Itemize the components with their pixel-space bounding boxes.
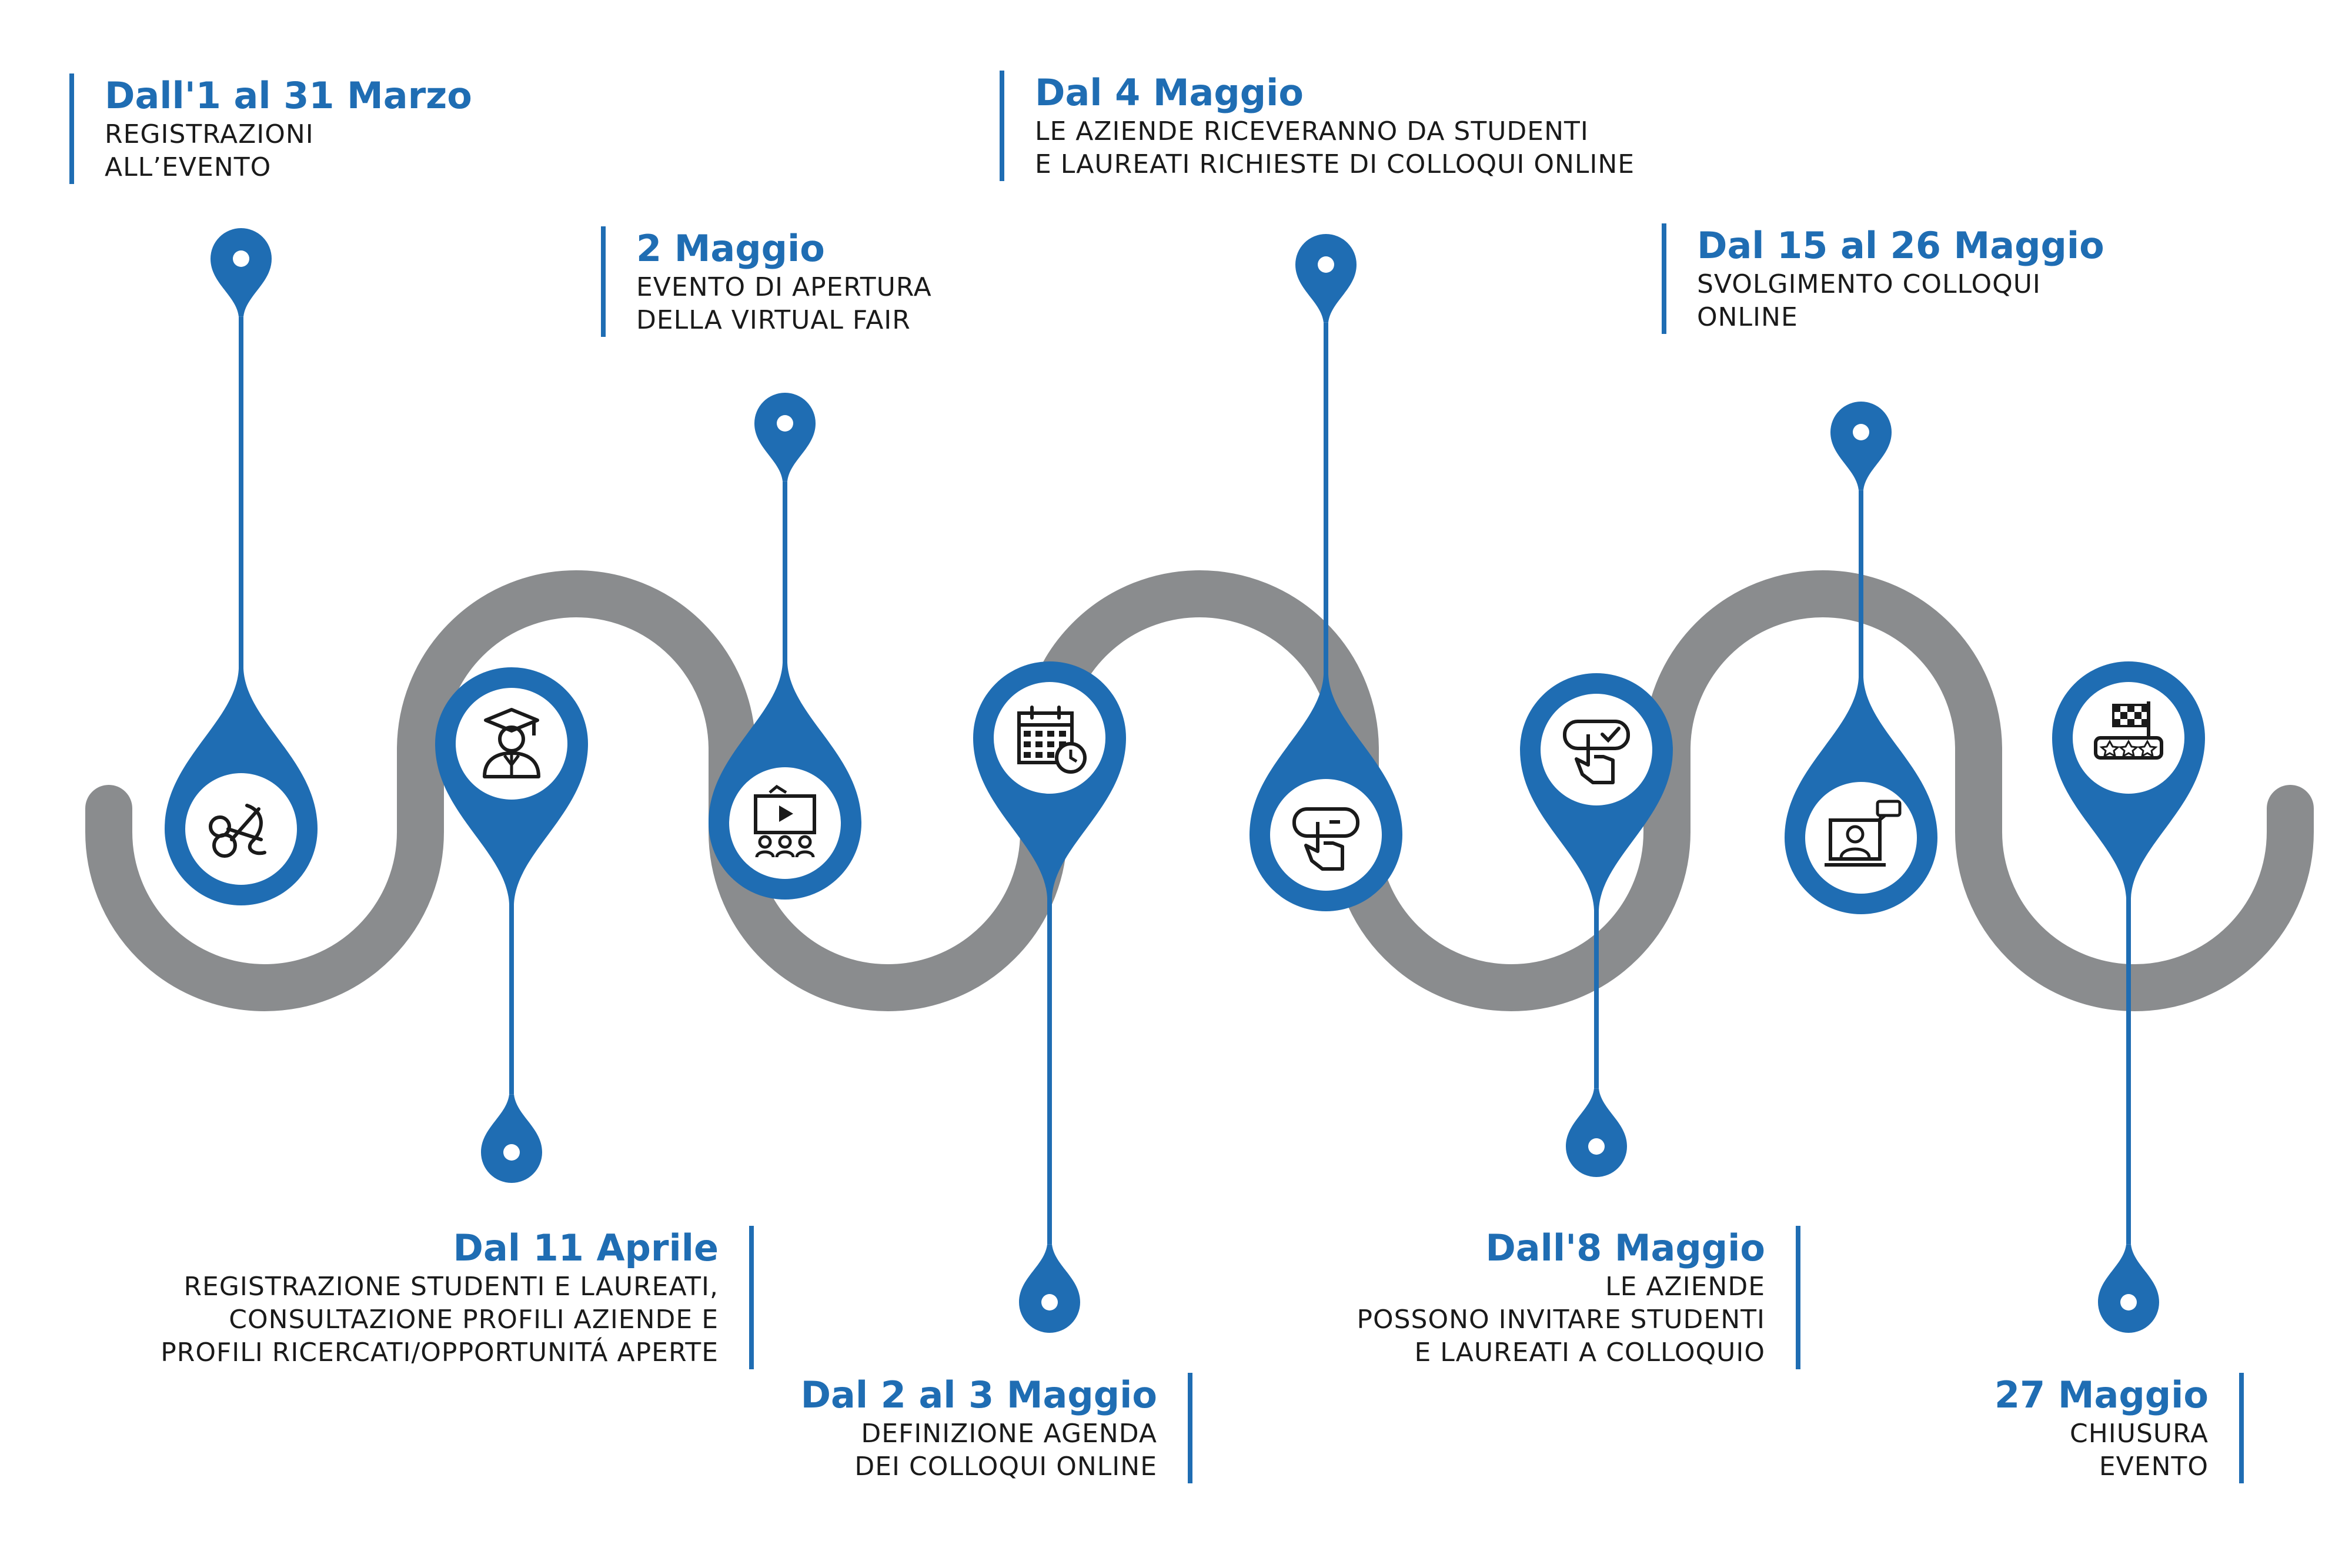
- small-pin: [1830, 402, 1892, 490]
- timeline-track: [85, 570, 2314, 1011]
- step-description-line: PROFILI RICERCATI/OPPORTUNITÁ APERTE: [161, 1338, 719, 1368]
- step-description-line: ALL’EVENTO: [105, 152, 272, 182]
- calendar-clock-icon: [1017, 706, 1087, 774]
- timeline-marker-4: [973, 661, 1126, 1333]
- step-title: Dal 11 Aprile: [453, 1226, 719, 1269]
- step-title: Dall'1 al 31 Marzo: [105, 74, 472, 117]
- step-title: 27 Maggio: [1994, 1373, 2209, 1416]
- small-pin: [1566, 1088, 1627, 1177]
- video-interview-icon: [1825, 800, 1902, 867]
- touch-request-icon: [1292, 807, 1359, 871]
- step-description-line: ONLINE: [1697, 302, 1798, 332]
- presentation-icon: [754, 784, 816, 858]
- timeline-marker-7: [1785, 402, 1937, 914]
- step-description-line: EVENTO DI APERTURA: [636, 272, 932, 302]
- touch-check-icon: [1563, 720, 1630, 784]
- step-title: Dal 15 al 26 Maggio: [1697, 224, 2104, 267]
- step-title: Dal 4 Maggio: [1035, 71, 1304, 114]
- step-description: REGISTRAZIONE STUDENTI E LAUREATI,CONSUL…: [107, 1271, 719, 1369]
- timeline-marker-5: [1250, 234, 1402, 911]
- step-title: 2 Maggio: [636, 227, 825, 270]
- step-description-line: REGISTRAZIONI: [105, 119, 314, 149]
- step-description-line: CONSULTAZIONE PROFILI AZIENDE E: [229, 1305, 719, 1335]
- step-description-line: DEI COLLOQUI ONLINE: [854, 1452, 1157, 1482]
- small-pin: [481, 1094, 542, 1183]
- step-description-line: CHIUSURA: [2069, 1419, 2209, 1449]
- timeline-marker-1: [165, 228, 318, 905]
- timeline-marker-8: [2052, 661, 2205, 1333]
- step-description-line: E LAUREATI RICHIESTE DI COLLOQUI ONLINE: [1035, 149, 1635, 179]
- small-pin: [1295, 234, 1357, 323]
- step-description-line: EVENTO: [2099, 1452, 2209, 1482]
- small-pin: [2098, 1244, 2159, 1333]
- step-description-line: DELLA VIRTUAL FAIR: [636, 305, 911, 335]
- step-description-line: DEFINIZIONE AGENDA: [861, 1419, 1157, 1449]
- small-pin: [1019, 1244, 1080, 1333]
- step-description-line: E LAUREATI A COLLOQUIO: [1414, 1338, 1765, 1368]
- step-description-line: POSSONO INVITARE STUDENTI: [1357, 1305, 1765, 1335]
- finish-flag-rating-icon: [2094, 701, 2163, 760]
- step-description-line: REGISTRAZIONE STUDENTI E LAUREATI,: [183, 1272, 719, 1302]
- ribbon-cutting-icon: [209, 804, 266, 858]
- step-description-line: LE AZIENDE: [1605, 1272, 1765, 1302]
- step-description-line: LE AZIENDE RICEVERANNO DA STUDENTI: [1035, 116, 1589, 146]
- small-pin: [211, 228, 272, 317]
- step-description-line: SVOLGIMENTO COLLOQUI: [1697, 269, 2041, 299]
- step-title: Dall'8 Maggio: [1485, 1226, 1765, 1269]
- timeline-marker-3: [709, 393, 861, 900]
- graduate-icon: [483, 708, 540, 778]
- timeline-marker-6: [1520, 673, 1673, 1177]
- timeline-marker-2: [435, 667, 588, 1183]
- step-title: Dal 2 al 3 Maggio: [800, 1373, 1157, 1416]
- small-pin: [754, 393, 816, 482]
